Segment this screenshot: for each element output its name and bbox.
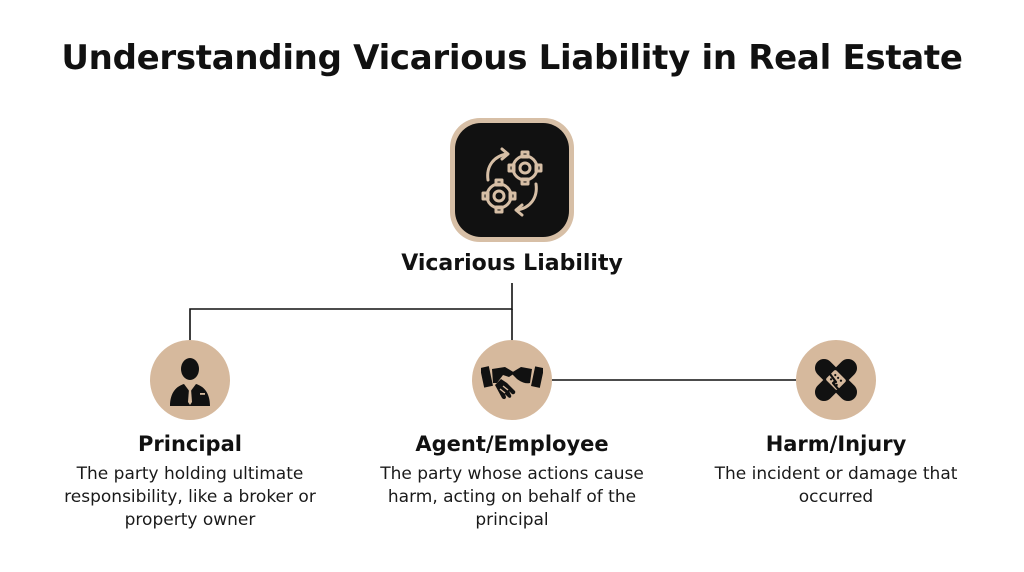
harm-icon-circle bbox=[796, 340, 876, 420]
principal-title: Principal bbox=[138, 432, 242, 456]
center-label: Vicarious Liability bbox=[401, 251, 623, 276]
agent-title: Agent/Employee bbox=[415, 432, 609, 456]
vicarious-liability-badge bbox=[450, 118, 574, 242]
businessman-icon bbox=[170, 358, 210, 406]
gears-cycle-icon bbox=[481, 147, 543, 217]
connector-center-to-principal bbox=[189, 283, 513, 345]
principal-icon-circle bbox=[150, 340, 230, 420]
agent-description: The party whose actions cause harm, acti… bbox=[380, 464, 644, 530]
principal-description: The party holding ultimate responsibilit… bbox=[64, 464, 316, 530]
harm-title: Harm/Injury bbox=[765, 432, 907, 456]
bandage-icon bbox=[814, 358, 858, 402]
agent-icon-circle bbox=[472, 340, 552, 420]
page-title: Understanding Vicarious Liability in Rea… bbox=[61, 38, 963, 78]
handshake-icon bbox=[481, 366, 543, 400]
harm-description: The incident or damage that occurred bbox=[714, 464, 958, 507]
